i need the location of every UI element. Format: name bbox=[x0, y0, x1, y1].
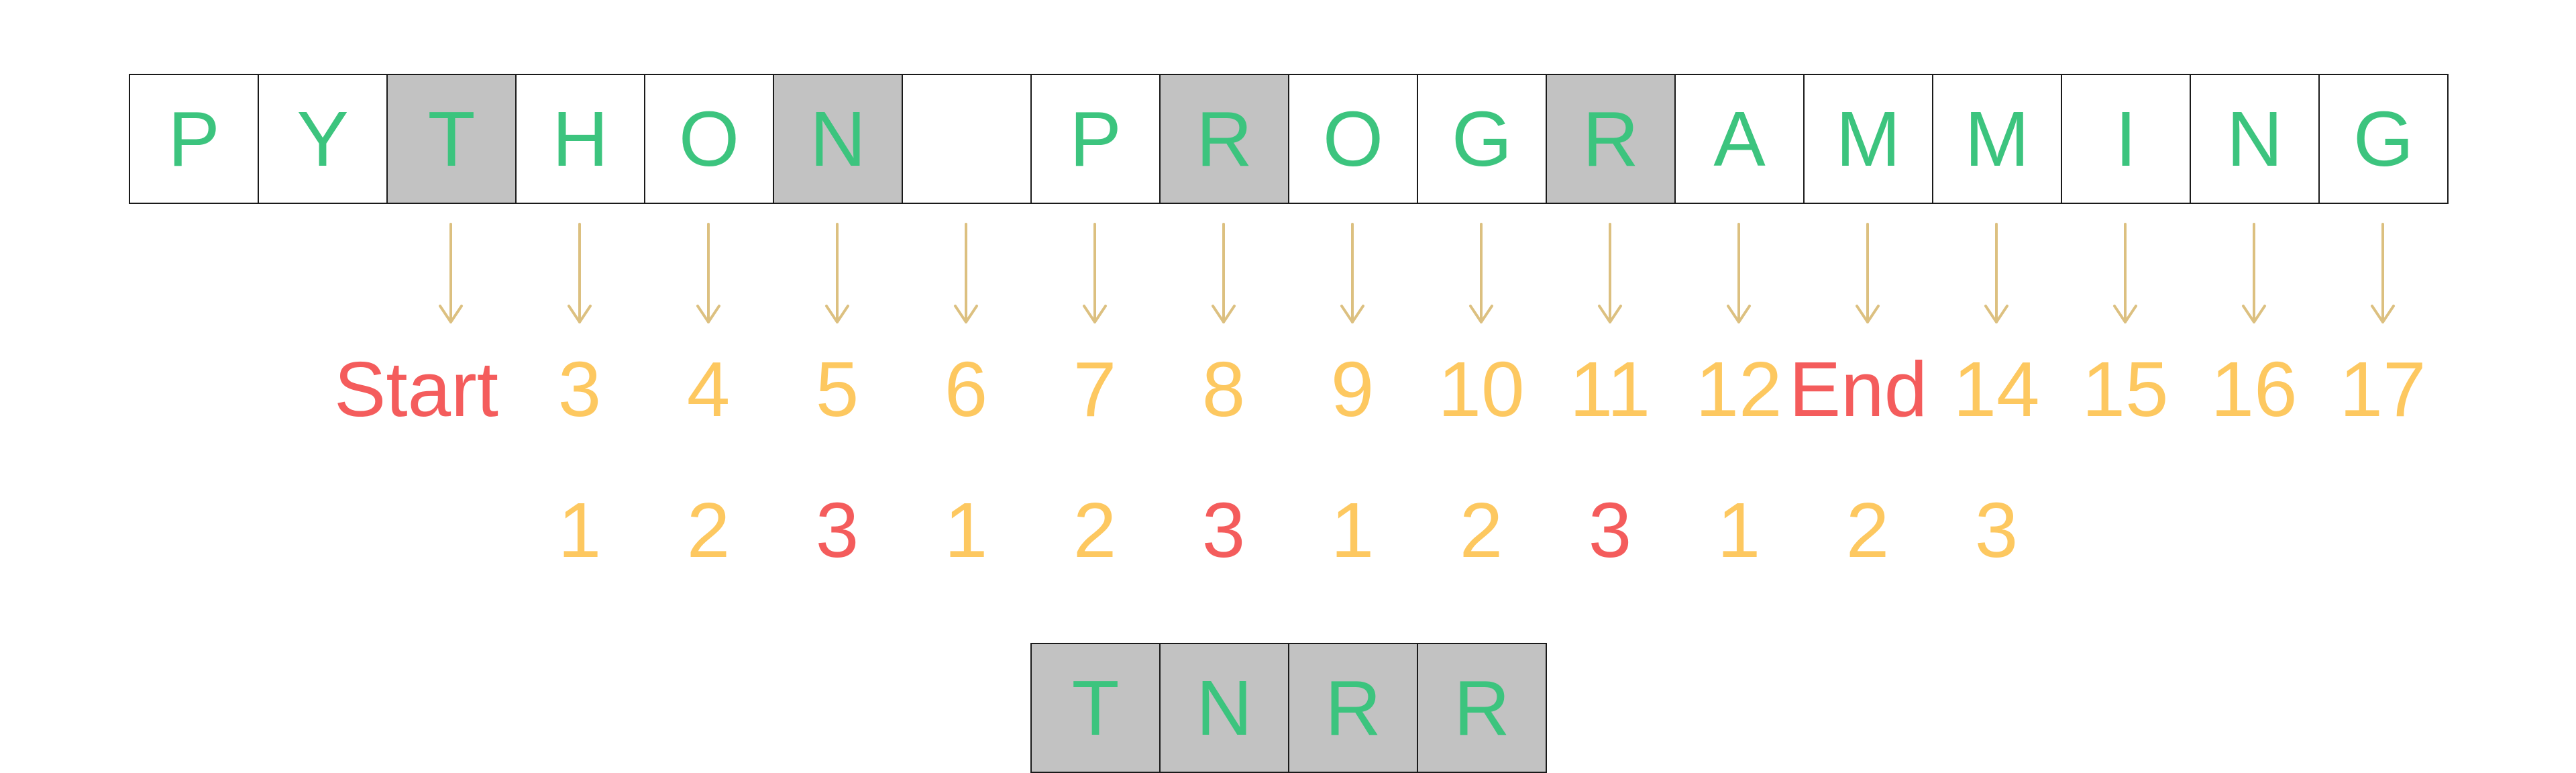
count-label: 2 bbox=[1073, 486, 1117, 574]
down-arrow-icon bbox=[825, 223, 849, 323]
letter-cell: A bbox=[1674, 74, 1805, 204]
count-label: 3 bbox=[1974, 486, 2019, 574]
down-arrow-icon bbox=[439, 223, 463, 323]
index-label: 11 bbox=[1569, 346, 1651, 433]
letter-cell: I bbox=[2061, 74, 2191, 204]
count-label: 2 bbox=[1845, 486, 1890, 574]
count-label: 1 bbox=[1717, 486, 1761, 574]
down-arrow-icon bbox=[1212, 223, 1236, 323]
letter-cell: R bbox=[1159, 74, 1289, 204]
down-arrow-icon bbox=[1984, 223, 2008, 323]
index-label: 15 bbox=[2082, 346, 2169, 433]
letter-cell: N bbox=[2190, 74, 2320, 204]
letter-cell: G bbox=[2318, 74, 2449, 204]
letter-cell: M bbox=[1932, 74, 2062, 204]
index-label: 9 bbox=[1330, 346, 1375, 433]
result-letter-cell: R bbox=[1288, 643, 1418, 773]
index-marker: Start bbox=[334, 346, 498, 433]
letter-cell: G bbox=[1417, 74, 1547, 204]
count-label: 2 bbox=[686, 486, 731, 574]
index-label: 16 bbox=[2210, 346, 2298, 433]
count-selected: 3 bbox=[815, 486, 859, 574]
down-arrow-icon bbox=[1083, 223, 1107, 323]
down-arrow-icon bbox=[2371, 223, 2395, 323]
down-arrow-icon bbox=[2242, 223, 2266, 323]
down-arrow-icon bbox=[696, 223, 720, 323]
result-letter-cell: R bbox=[1417, 643, 1547, 773]
letter-cell: T bbox=[386, 74, 517, 204]
index-label: 4 bbox=[686, 346, 731, 433]
letter-cell: Y bbox=[258, 74, 388, 204]
down-arrow-icon bbox=[568, 223, 592, 323]
letter-cell: O bbox=[644, 74, 774, 204]
count-label: 1 bbox=[944, 486, 988, 574]
index-label: 5 bbox=[815, 346, 859, 433]
letter-cell: P bbox=[129, 74, 259, 204]
down-arrow-icon bbox=[1469, 223, 1493, 323]
result-letter-cell: N bbox=[1159, 643, 1289, 773]
index-label: 6 bbox=[944, 346, 988, 433]
count-selected: 3 bbox=[1201, 486, 1246, 574]
count-label: 1 bbox=[1330, 486, 1375, 574]
index-label: 3 bbox=[557, 346, 602, 433]
down-arrow-icon bbox=[1340, 223, 1364, 323]
down-arrow-icon bbox=[1598, 223, 1622, 323]
index-label: 17 bbox=[2339, 346, 2426, 433]
index-label: 10 bbox=[1438, 346, 1525, 433]
index-label: 12 bbox=[1695, 346, 1782, 433]
result-letter-cell: T bbox=[1030, 643, 1161, 773]
letter-cell: P bbox=[1030, 74, 1161, 204]
index-marker: End bbox=[1788, 346, 1928, 433]
empty-cell bbox=[902, 74, 1032, 204]
letter-cell: O bbox=[1288, 74, 1418, 204]
letter-cell: H bbox=[515, 74, 645, 204]
down-arrow-icon bbox=[1856, 223, 1880, 323]
index-label: 14 bbox=[1953, 346, 2040, 433]
down-arrow-icon bbox=[2113, 223, 2137, 323]
letter-cell: M bbox=[1803, 74, 1933, 204]
index-label: 8 bbox=[1201, 346, 1246, 433]
count-label: 1 bbox=[557, 486, 602, 574]
letter-cell: R bbox=[1546, 74, 1676, 204]
down-arrow-icon bbox=[954, 223, 978, 323]
count-selected: 3 bbox=[1588, 486, 1632, 574]
count-label: 2 bbox=[1459, 486, 1503, 574]
letter-cell: N bbox=[773, 74, 903, 204]
index-label: 7 bbox=[1073, 346, 1117, 433]
down-arrow-icon bbox=[1727, 223, 1751, 323]
